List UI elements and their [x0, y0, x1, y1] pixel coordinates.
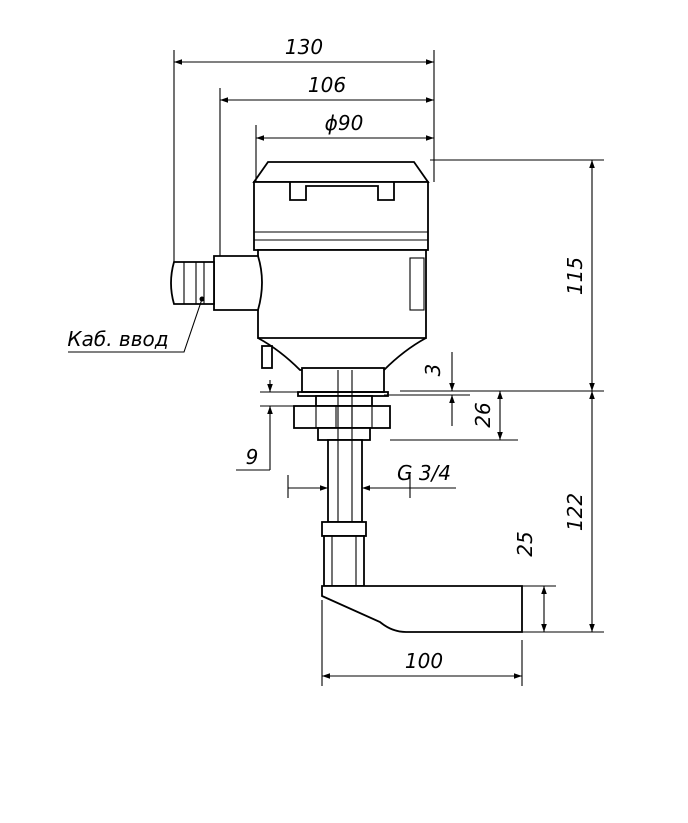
- extension-lines: [173, 50, 604, 686]
- paddle: [321, 585, 523, 633]
- dim-3-label: 3: [421, 364, 445, 377]
- shaft: [321, 370, 367, 587]
- cable-gland: [170, 255, 263, 311]
- housing-cap: [252, 161, 430, 251]
- dimension-lines: [68, 59, 595, 679]
- dim-9-label: 9: [246, 445, 259, 469]
- dim-106-label: 106: [308, 73, 346, 97]
- dim-100-label: 100: [405, 649, 443, 673]
- dim-25-label: 25: [513, 531, 537, 556]
- dim-130-label: 130: [285, 35, 323, 59]
- dim-g34-label: G 3/4: [397, 461, 451, 485]
- housing-body: [257, 249, 427, 371]
- dim-115-label: 115: [563, 257, 587, 295]
- dim-90-label: ϕ90: [325, 111, 364, 135]
- device-outline: [170, 161, 523, 633]
- leader-cable-entry: [68, 298, 203, 353]
- process-connection: [293, 367, 391, 441]
- dim-122-label: 122: [563, 493, 587, 531]
- cable-entry-label: Каб. ввод: [67, 327, 168, 351]
- dimension-labels: 130 106 ϕ90 115 122 3 26 25 9 G 3/4 100 …: [67, 35, 587, 673]
- dim-26-label: 26: [471, 402, 495, 427]
